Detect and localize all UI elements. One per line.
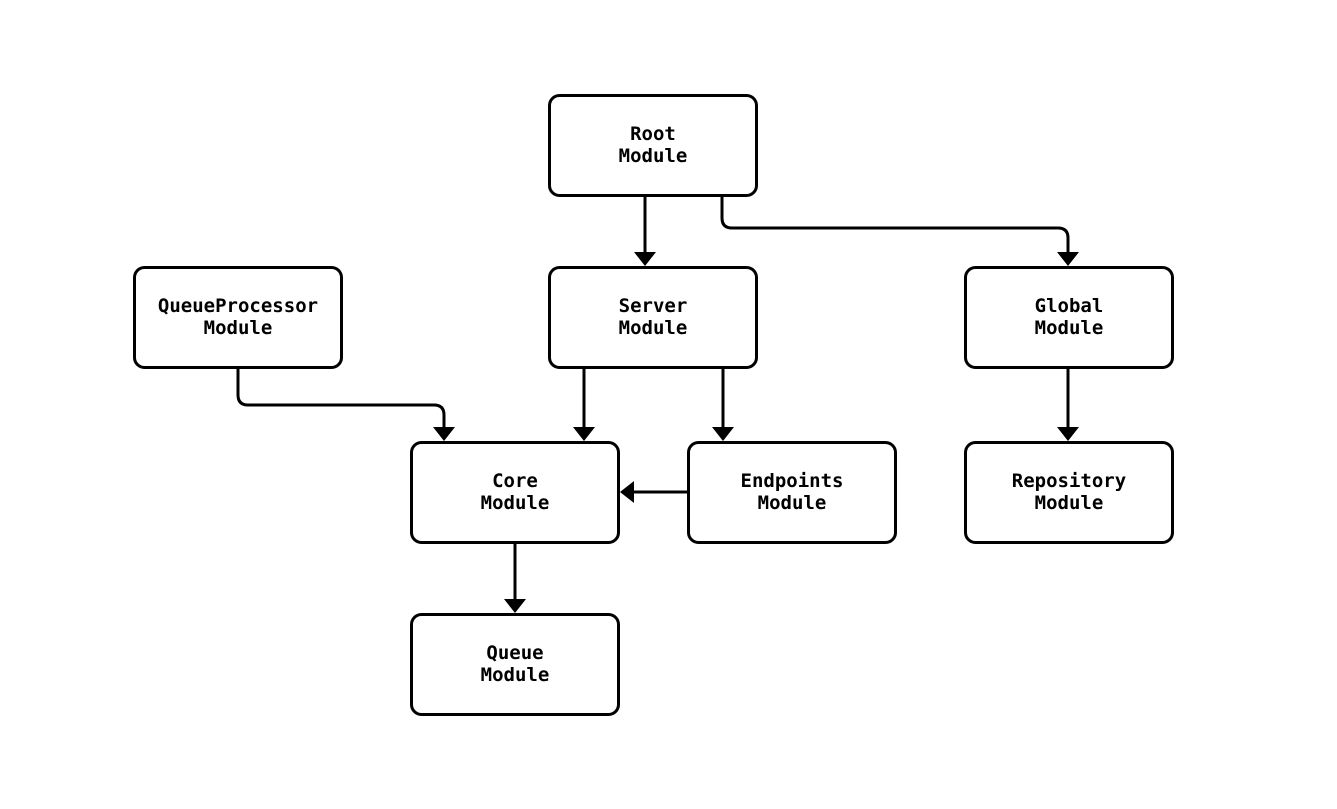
edge-root-to-server xyxy=(634,197,656,266)
arrowhead-icon xyxy=(1057,252,1079,266)
arrowhead-icon xyxy=(1057,427,1079,441)
node-label-line1: Root xyxy=(630,123,676,145)
node-label-line2: Module xyxy=(481,664,550,686)
arrowhead-icon xyxy=(620,481,634,503)
node-label-line2: Module xyxy=(619,145,688,167)
node-box[interactable] xyxy=(548,94,758,197)
arrowhead-icon xyxy=(634,252,656,266)
node-label-line2: Module xyxy=(1035,492,1104,514)
arrowhead-icon xyxy=(712,427,734,441)
node-box[interactable] xyxy=(133,266,343,369)
node-label-line1: QueueProcessor xyxy=(158,295,318,317)
node-box[interactable] xyxy=(964,266,1174,369)
node-label-line2: Module xyxy=(481,492,550,514)
node-label-line2: Module xyxy=(1035,317,1104,339)
edge-line xyxy=(236,369,446,427)
edge-endpoints-to-core xyxy=(620,481,687,503)
node-label-line2: Module xyxy=(758,492,827,514)
arrowhead-icon xyxy=(573,427,595,441)
node-box[interactable] xyxy=(964,441,1174,544)
node-box[interactable] xyxy=(687,441,897,544)
edge-server-to-endpoints xyxy=(712,369,734,441)
edge-queueprocessor-to-core xyxy=(236,369,455,441)
node-label-line1: Global xyxy=(1035,295,1104,317)
node-box[interactable] xyxy=(548,266,758,369)
arrowhead-icon xyxy=(504,599,526,613)
node-layer: RootModuleQueueProcessorModuleServerModu… xyxy=(133,94,1174,716)
node-label-line1: Core xyxy=(492,470,538,492)
node-label-line1: Endpoints xyxy=(741,470,844,492)
edge-root-to-global xyxy=(720,197,1079,266)
edge-server-to-core xyxy=(573,369,595,441)
node-box[interactable] xyxy=(410,441,620,544)
node-label-line1: Repository xyxy=(1012,470,1126,492)
node-box[interactable] xyxy=(410,613,620,716)
edge-layer xyxy=(236,197,1079,613)
edge-line xyxy=(720,197,1070,252)
edge-core-to-queue xyxy=(504,544,526,613)
node-label-line2: Module xyxy=(204,317,273,339)
arrowhead-icon xyxy=(433,427,455,441)
node-label-line1: Server xyxy=(619,295,688,317)
edge-global-to-repository xyxy=(1057,369,1079,441)
node-label-line2: Module xyxy=(619,317,688,339)
node-label-line1: Queue xyxy=(486,642,543,664)
